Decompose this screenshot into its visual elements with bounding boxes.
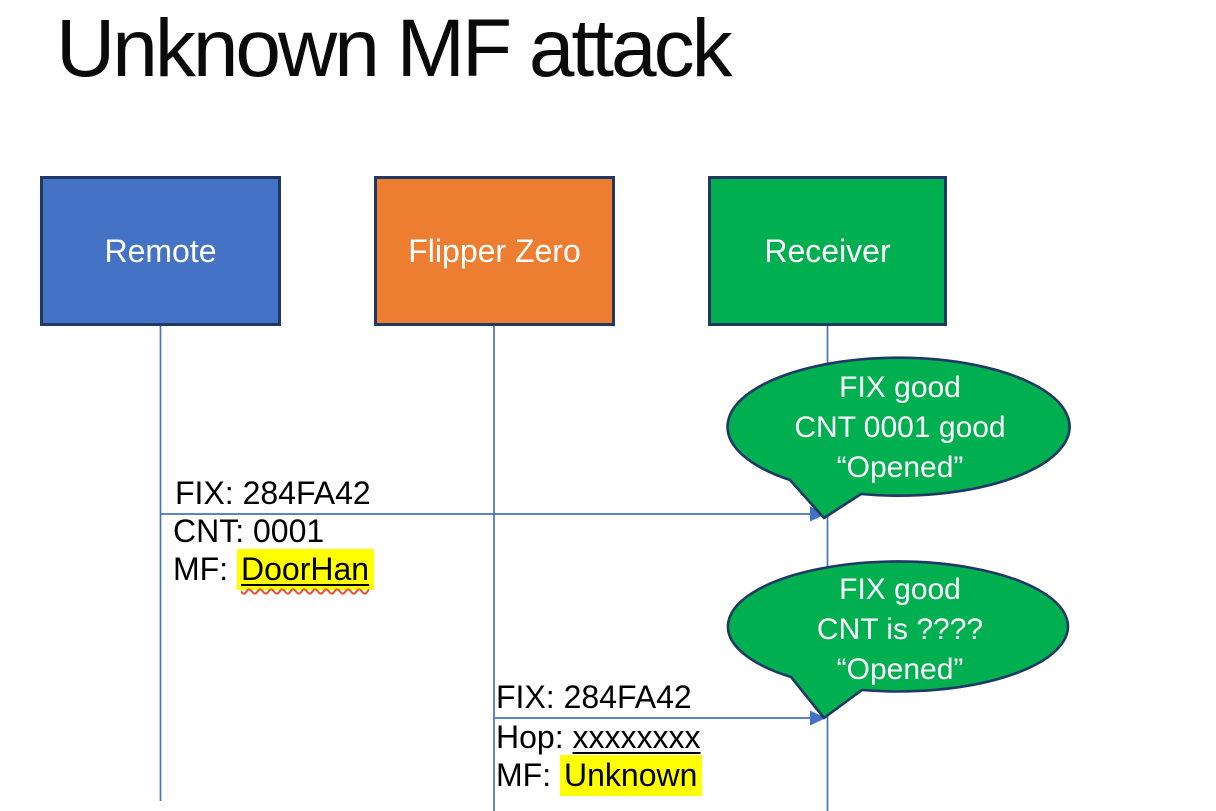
message-1-mf-value: DoorHan <box>240 551 370 587</box>
message-2-hop-label: Hop: xxxxxxxx <box>496 718 702 756</box>
callout-2-line-3: “Opened” <box>836 653 964 686</box>
message-2-hop-value: xxxxxxxx <box>572 719 701 755</box>
callout-bubble-2 <box>726 560 1070 720</box>
actor-box-receiver: Receiver <box>708 176 947 326</box>
callout-1-line-2: CNT 0001 good <box>794 411 1006 444</box>
message-2-fix-label: FIX: 284FA42 <box>496 679 692 715</box>
message-1-label-below: CNT: 0001 MF: DoorHan <box>173 512 375 590</box>
actor-label-receiver: Receiver <box>764 232 891 269</box>
message-2-mf-label: MF: Unknown <box>496 755 703 796</box>
message-1-mf-prefix: MF: <box>173 551 237 587</box>
message-2-label-above: FIX: 284FA42 <box>496 678 692 716</box>
message-2-mf-value: Unknown <box>559 755 703 796</box>
message-2-hop-prefix: Hop: <box>496 719 573 755</box>
actor-label-flipper-zero: Flipper Zero <box>408 232 581 269</box>
message-1-cnt-label: CNT: 0001 <box>173 513 325 549</box>
message-2-hop-value-underlined: xxxxxxxx <box>572 719 700 755</box>
message-1-fix-label: FIX: 284FA42 <box>175 475 371 511</box>
callout-1-line-3: “Opened” <box>836 451 964 484</box>
slide-title: Unknown MF attack <box>56 3 733 94</box>
message-1-label-above: FIX: 284FA42 <box>175 474 371 512</box>
actor-box-remote: Remote <box>40 176 281 326</box>
actor-label-remote: Remote <box>104 232 217 269</box>
actor-box-flipper-zero: Flipper Zero <box>374 176 615 326</box>
callout-1-text: FIX good CNT 0001 good “Opened” <box>750 368 1050 488</box>
callout-2-line-2: CNT is ???? <box>816 613 984 646</box>
callout-2-line-1: FIX good <box>839 573 961 606</box>
message-1-arrowhead-icon <box>810 506 826 522</box>
callout-bubble-1 <box>726 356 1071 520</box>
message-2-label-below: Hop: xxxxxxxx MF: Unknown <box>496 718 703 796</box>
callout-1-line-1: FIX good <box>839 371 961 404</box>
message-2-mf-prefix: MF: <box>496 757 560 793</box>
message-2-arrowhead-icon <box>810 710 826 726</box>
message-1-mf-label: MF: DoorHan <box>173 549 375 590</box>
message-1-mf-value-highlighted: DoorHan <box>236 549 375 590</box>
callout-2-text: FIX good CNT is ???? “Opened” <box>750 570 1050 690</box>
